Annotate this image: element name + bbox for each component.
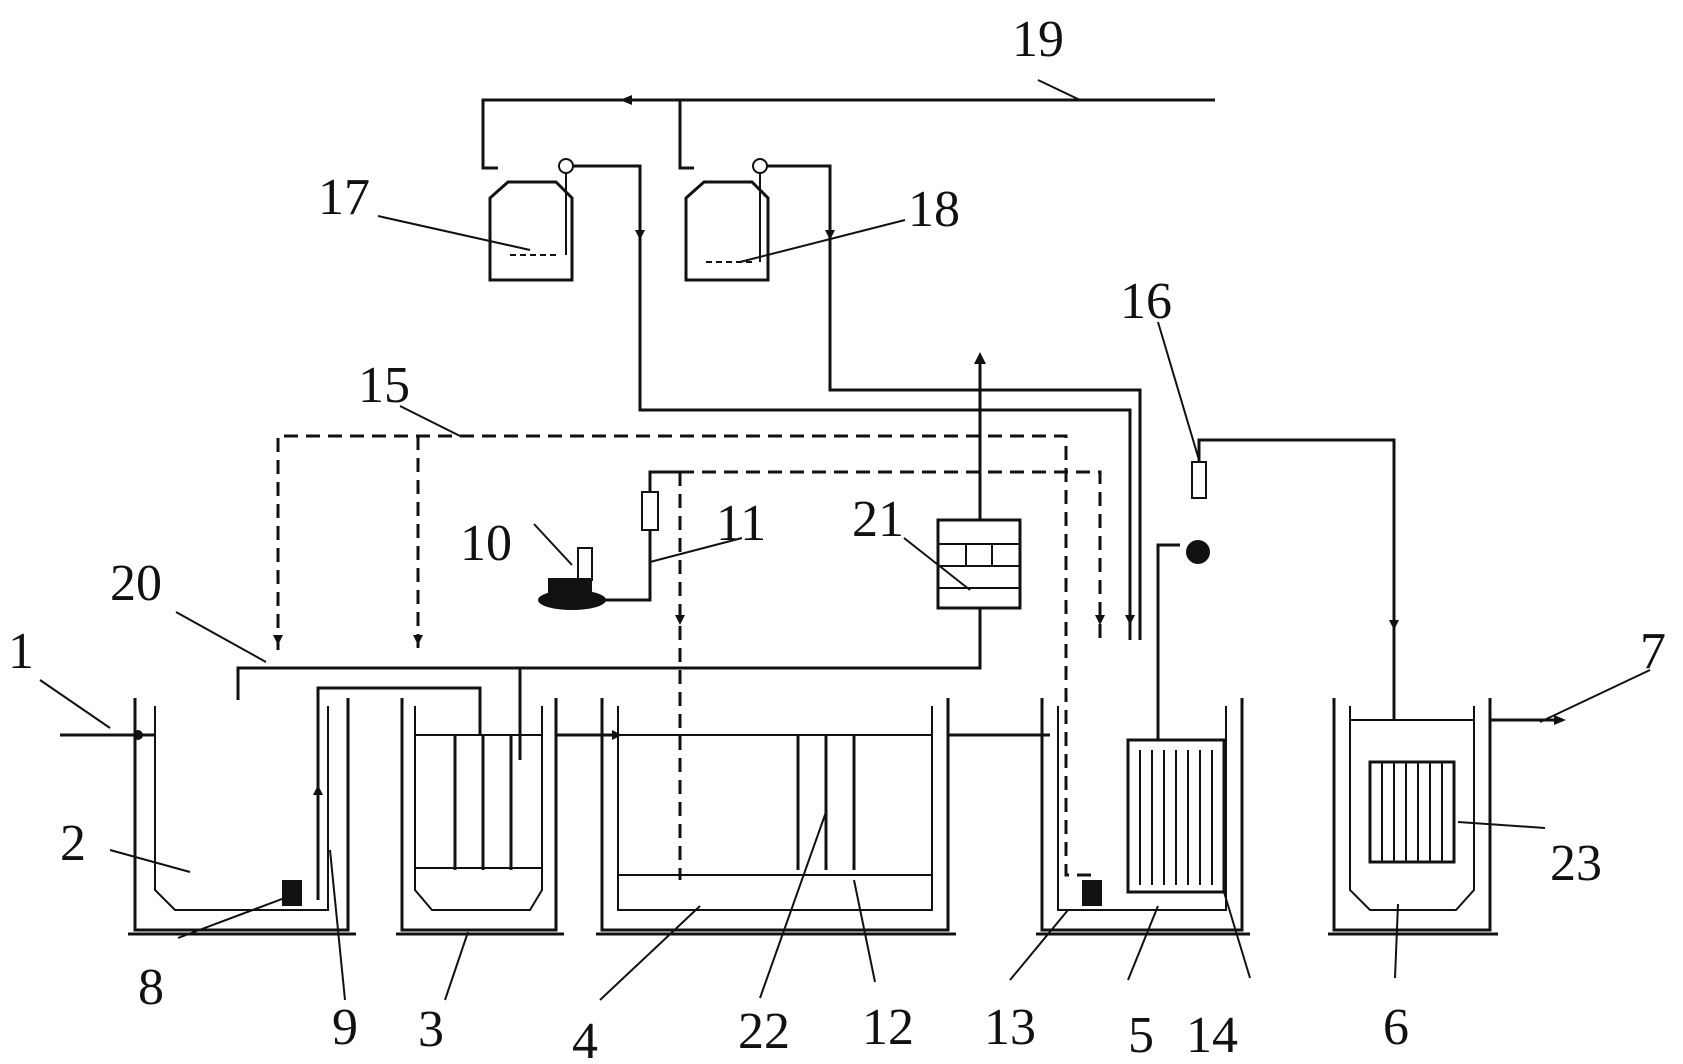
label-6: 6 [1383,999,1409,1056]
label-18: 18 [908,181,960,238]
label-2: 2 [60,815,86,872]
pump-16 [1186,438,1399,720]
leader-lines [39,79,1651,1001]
flowmeter-11 [641,470,680,531]
tank-4 [596,698,1050,936]
label-17: 17 [318,169,370,226]
dosing-tank-17 [488,158,1132,640]
supply-pipe-19 [481,95,1215,170]
label-9: 9 [332,999,358,1056]
label-12: 12 [862,999,914,1056]
label-22: 22 [738,1003,790,1060]
tank-2 [60,686,482,936]
label-7: 7 [1640,623,1666,680]
label-4: 4 [572,1013,598,1064]
label-1: 1 [8,623,34,680]
deodorizer-21 [236,352,1022,700]
label-19: 19 [1012,11,1064,68]
number-labels: 1 2 3 4 5 6 7 8 9 10 11 12 13 14 15 16 1… [8,11,1666,1064]
label-10: 10 [460,515,512,572]
label-15: 15 [358,357,410,414]
gas-pipe-20 [238,666,522,760]
label-3: 3 [418,1001,444,1058]
label-8: 8 [138,959,164,1016]
blower-10 [538,530,652,610]
label-23: 23 [1550,835,1602,892]
tank-6 [1328,698,1566,936]
label-16: 16 [1120,273,1172,330]
label-13: 13 [984,999,1036,1056]
label-21: 21 [852,491,904,548]
label-20: 20 [110,555,162,612]
dashed-return-line-15 [273,434,1135,880]
label-14: 14 [1186,1007,1238,1064]
label-5: 5 [1128,1007,1154,1064]
label-11: 11 [716,495,766,552]
tank-3 [396,698,615,936]
tank-5 [1036,543,1250,936]
dosing-tank-18 [684,158,1142,640]
